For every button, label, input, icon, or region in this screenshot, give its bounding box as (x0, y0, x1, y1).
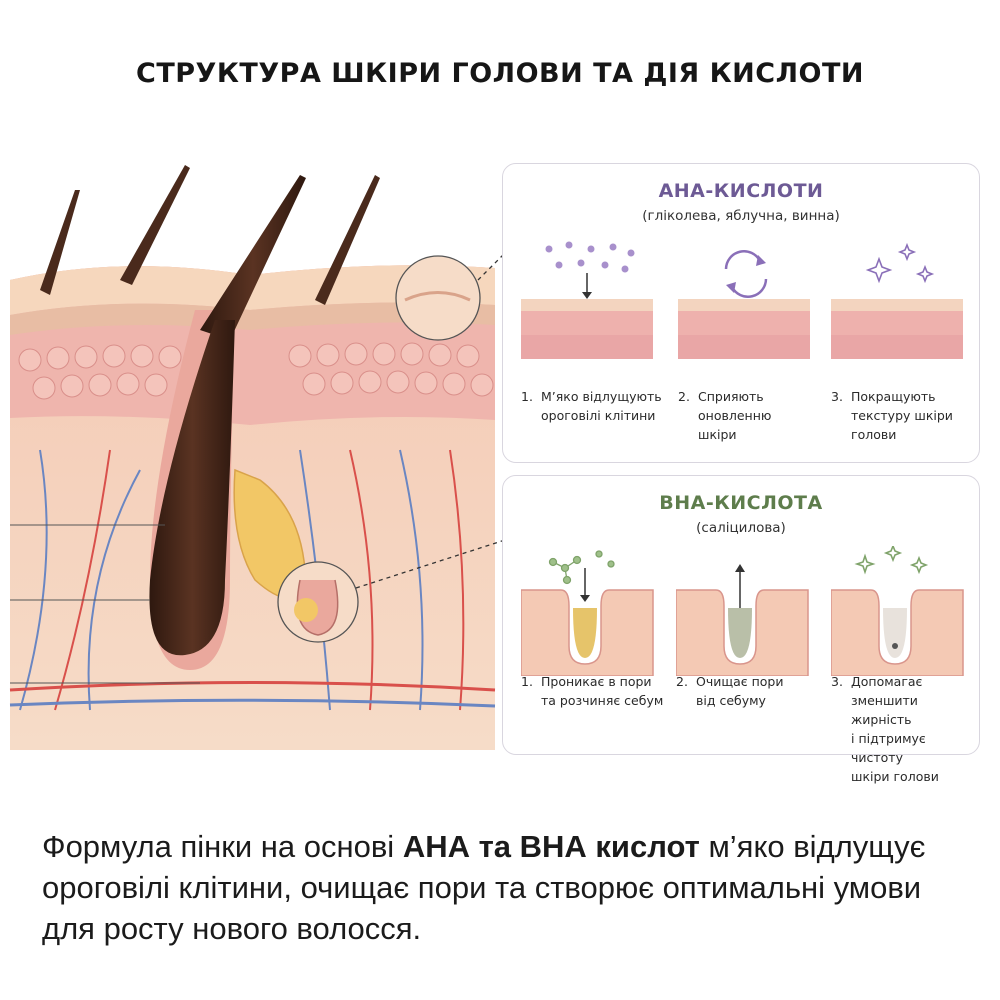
aha-exfoliation-illustration (521, 241, 653, 359)
bha-panel-title: ВНА-КИСЛОТА (659, 492, 823, 514)
bha-panel-subtitle: (саліцилова) (696, 520, 786, 536)
product-description: Формула пінки на основі АНА та ВНА кисло… (42, 826, 972, 949)
bha-step-1-number: 1. (521, 674, 533, 689)
bha-step-3-text: Допомагає зменшити жирність і підтримує … (851, 674, 939, 784)
pore-cleansing-illustration (676, 564, 809, 676)
page-title: СТРУКТУРА ШКІРИ ГОЛОВИ ТА ДІЯ КИСЛОТИ (136, 58, 864, 89)
aha-step-2-text: Сприяють оновленню шкіри (698, 389, 772, 442)
sparkle-texture-illustration (831, 242, 963, 359)
pore-penetration-illustration (521, 550, 654, 676)
description-highlight: АНА та ВНА кислот (402, 829, 700, 864)
aha-step-2-number: 2. (678, 389, 690, 404)
aha-step-1-number: 1. (521, 389, 533, 404)
bha-step-2-text: Очищає пори від себуму (696, 674, 784, 708)
aha-panel-subtitle: (гліколева, яблучна, винна) (642, 208, 840, 224)
aha-step-3-number: 3. (831, 389, 843, 404)
renewal-cycle-illustration (678, 250, 810, 359)
bha-step-3-number: 3. (831, 674, 843, 689)
aha-panel-title: АНА-КИСЛОТИ (658, 180, 824, 202)
bha-step-2-number: 2. (676, 674, 688, 689)
skin-cross-section-illustration (9, 165, 496, 750)
clean-pore-illustration (831, 546, 964, 676)
bha-step-1-text: Проникає в пори та розчиняє себум (541, 674, 664, 708)
aha-step-1-text: М’яко відлущують ороговілі клітини (541, 389, 662, 423)
aha-step-3-text: Покращують текстуру шкіри голови (851, 389, 953, 442)
bha-acid-panel: ВНА-КИСЛОТА (саліцилова) 1. Проникає в п… (502, 475, 980, 784)
description-part-1: Формула пінки на основі (42, 829, 403, 864)
description-part-2: м’яко відлущує ороговілі клітини, очищає… (42, 829, 926, 946)
aha-acids-panel: АНА-КИСЛОТИ (гліколева, яблучна, винна) … (502, 163, 980, 463)
